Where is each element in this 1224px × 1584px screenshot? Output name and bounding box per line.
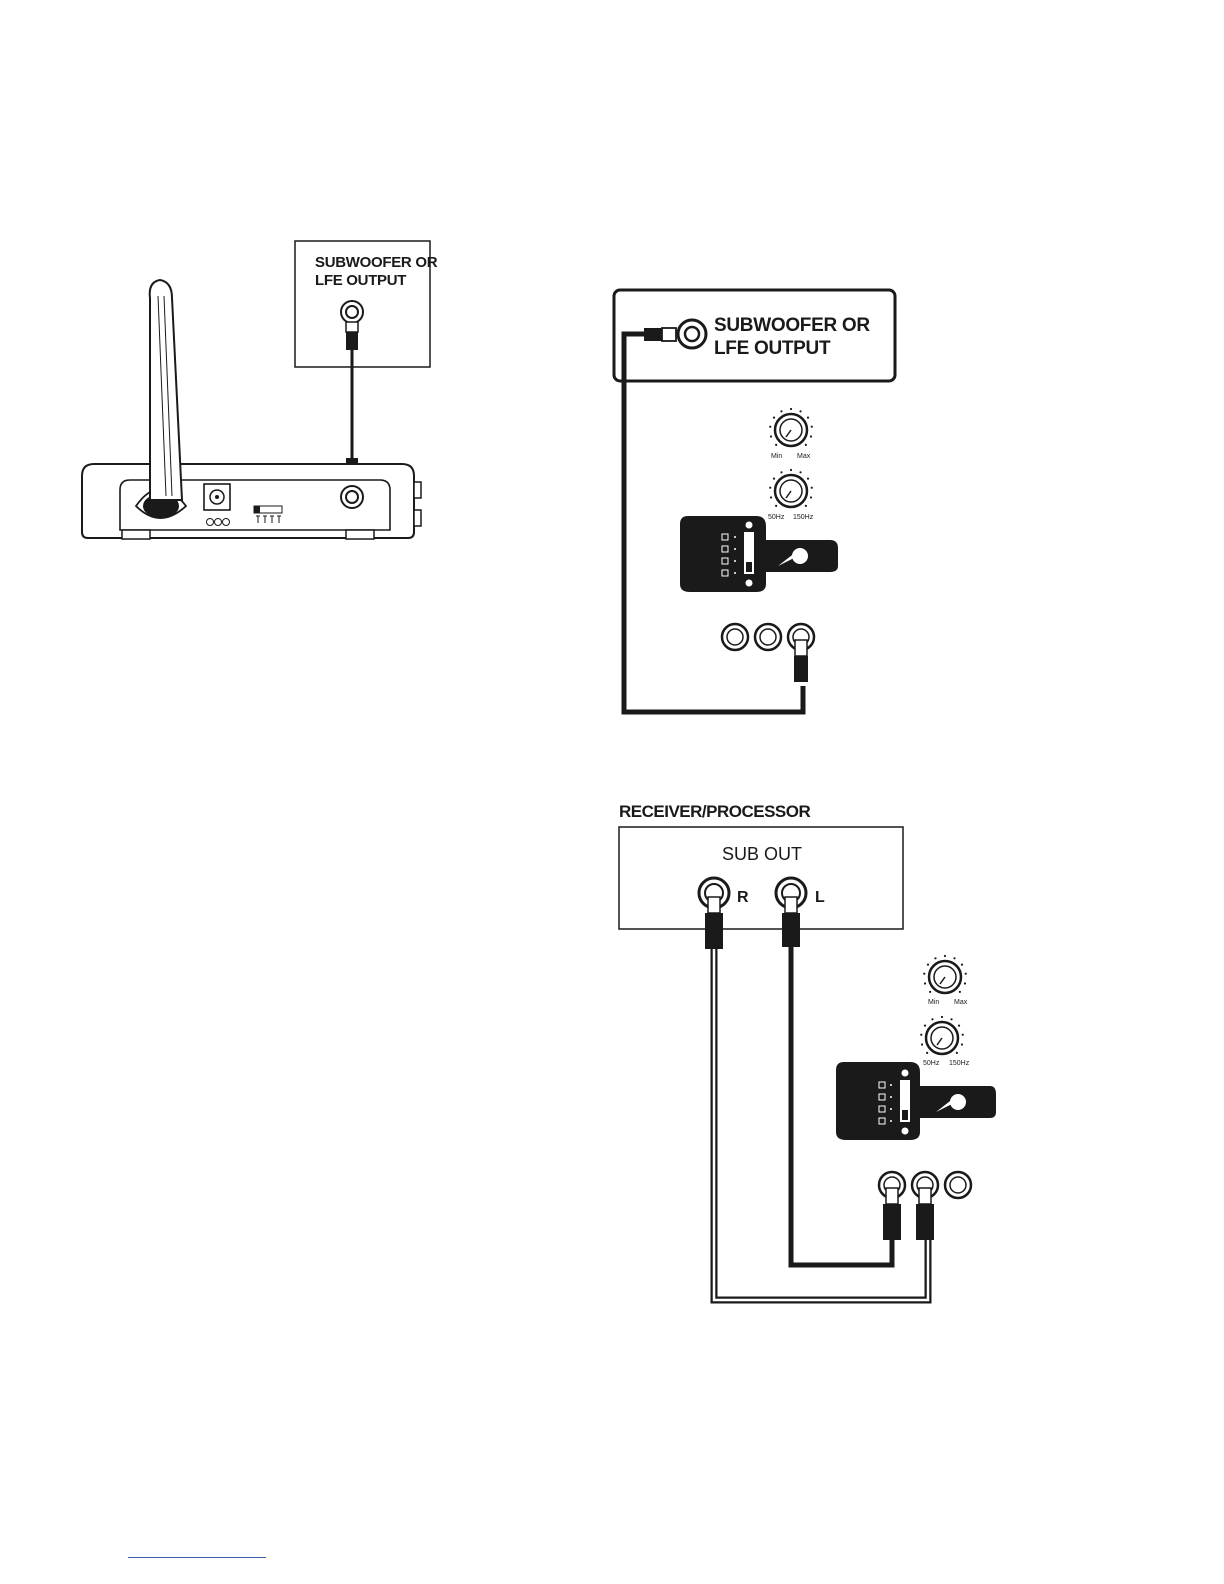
knob-scale-tick [921, 1043, 923, 1045]
left-channel-label: L [815, 889, 825, 907]
sub-input-plugs-2 [883, 1188, 934, 1240]
knob-scale-tick [950, 1018, 952, 1020]
sub-out-l-plug [782, 897, 800, 947]
receiver-module-2 [836, 1062, 996, 1140]
footer-rule [128, 1557, 266, 1558]
knob-scale-tick [941, 1016, 943, 1018]
knob-scale-tick [929, 991, 931, 993]
fig3-knob2-max: 150Hz [949, 1060, 969, 1068]
knob-scale-tick [958, 1025, 960, 1027]
knob-scale-tick [926, 1052, 928, 1054]
knob-scale-tick [965, 973, 967, 975]
knob-scale-tick [931, 1018, 933, 1020]
receiver-title: RECEIVER/PROCESSOR [619, 802, 810, 822]
knob-scale-tick [956, 1052, 958, 1054]
knob-scale-tick [923, 973, 925, 975]
knob-scale-tick [962, 1034, 964, 1036]
knob-scale-tick [927, 964, 929, 966]
knob-scale-tick [961, 1043, 963, 1045]
crossover-knob-2 [920, 1016, 964, 1054]
level-knob-2 [923, 955, 967, 993]
knob-scale-tick [964, 982, 966, 984]
sub-out-r-plug [705, 897, 723, 949]
knob-scale-tick [961, 964, 963, 966]
knob-scale-tick [959, 991, 961, 993]
sub-out-label: SUB OUT [722, 844, 802, 865]
knob-scale-tick [953, 957, 955, 959]
fig3-knob1-min: Min [928, 999, 939, 1007]
fig3-knob2-min: 50Hz [923, 1060, 939, 1068]
knob-scale-tick [924, 982, 926, 984]
knob-scale-tick [944, 955, 946, 957]
right-channel-label: R [737, 889, 749, 907]
fig3-knob1-max: Max [954, 999, 967, 1007]
knob-scale-tick [920, 1034, 922, 1036]
receiver-box [619, 827, 903, 929]
knob-scale-tick [924, 1025, 926, 1027]
knob-scale-tick [934, 957, 936, 959]
